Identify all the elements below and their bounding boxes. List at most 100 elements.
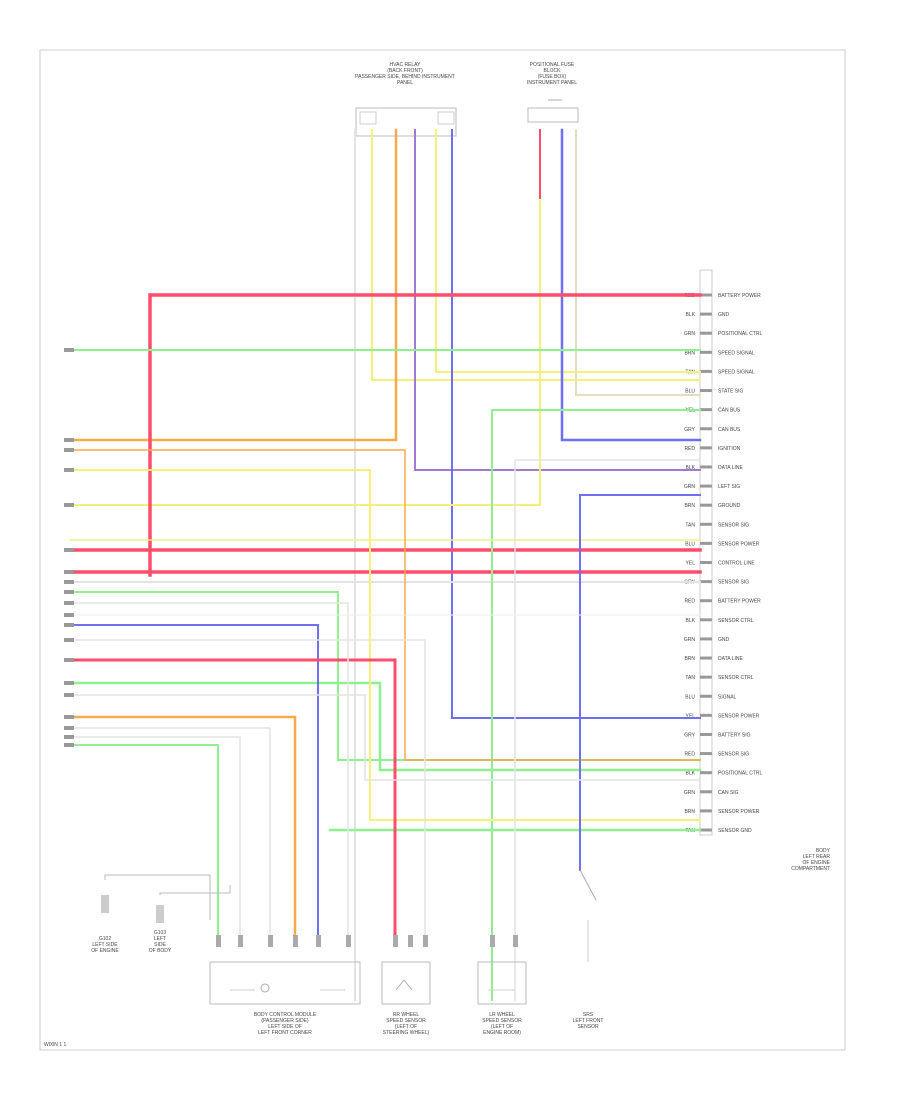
top-right-connector: POSITIONAL FUSE BLOCK (FUSE BOX) INSTRUM… (527, 62, 579, 123)
component-label: POSITIONAL FUSE (530, 62, 575, 68)
pin-marker (700, 637, 712, 641)
wire-color-label: TAN (685, 522, 695, 528)
component-label: INSTRUMENT PANEL (527, 80, 577, 86)
wire-color-label: GRN (684, 331, 696, 337)
wire-blue-4 (579, 494, 701, 871)
pin-marker (700, 427, 712, 431)
svg-text:LEFT: LEFT (154, 936, 166, 942)
wire-purple-1 (414, 129, 701, 471)
svg-text:OF ENGINE: OF ENGINE (91, 948, 119, 954)
pin-label: BATTERY SIG (718, 732, 751, 738)
pin-label: SENSOR SIG (718, 752, 749, 758)
wire-gray-5 (69, 727, 271, 941)
wire-green-3 (69, 591, 701, 761)
bottom-left-module: BODY CONTROL MODULE (PASSENGER SIDE) LEF… (209, 961, 361, 1036)
pin-label: SENSOR POWER (718, 809, 760, 815)
svg-text:SENSOR: SENSOR (577, 1024, 599, 1030)
wire-color-label: BLU (685, 694, 695, 700)
bottom-far-right-sensor: SRS LEFT FRONT SENSOR (573, 869, 604, 1030)
bottom-connector-stubs (216, 935, 518, 947)
wire-color-label: RED (684, 752, 695, 758)
pin-marker (700, 675, 712, 679)
pin-marker (700, 694, 712, 698)
pin-marker (700, 561, 712, 564)
pin-label: SENSOR POWER (718, 713, 760, 719)
svg-text:G102: G102 (99, 936, 111, 942)
wire-green-4 (68, 681, 702, 772)
wire-color-label: BLK (686, 312, 696, 318)
svg-text:ENGINE ROOM): ENGINE ROOM) (483, 1030, 521, 1036)
pin-label: STATE SIG (718, 389, 743, 395)
diagram-frame (39, 49, 846, 1051)
ground-left: G102 LEFT SIDE OF ENGINE (91, 874, 211, 954)
pin-marker (700, 599, 712, 603)
component-label: PASSENGER SIDE, BEHIND INSTRUMENT (355, 74, 455, 80)
component-label: (BACK FRONT) (387, 68, 423, 74)
wire-orange-2 (69, 449, 701, 761)
pin-label: SIGNAL (718, 694, 737, 700)
wire-color-label: BLK (686, 465, 696, 471)
pin-marker (700, 293, 712, 297)
pin-marker (700, 618, 712, 622)
wire-blue-1 (451, 129, 701, 719)
pin-label: SENSOR POWER (718, 541, 760, 547)
svg-text:LEFT REAR: LEFT REAR (803, 854, 831, 860)
wire-green-6 (69, 744, 219, 941)
svg-text:RR WHEEL: RR WHEEL (393, 1012, 420, 1018)
wire-color-label: BRN (684, 656, 695, 662)
svg-text:LEFT SIDE: LEFT SIDE (92, 942, 118, 948)
svg-text:OF BODY: OF BODY (149, 948, 172, 954)
svg-text:(LEFT OF: (LEFT OF (491, 1024, 513, 1030)
pin-label: POSITIONAL CTRL (718, 771, 762, 777)
wire-red-4 (68, 658, 397, 942)
pin-marker (700, 331, 712, 335)
wires (68, 128, 702, 1001)
pin-marker (700, 713, 712, 717)
pin-label: SENSOR CTRL (718, 675, 754, 681)
pin-label: IGNITION (718, 446, 741, 452)
pin-marker (700, 828, 712, 832)
pin-marker (700, 809, 712, 813)
pin-label: SENSOR SIG (718, 522, 749, 528)
wire-color-label: GRY (684, 732, 695, 738)
wire-blue-3 (69, 624, 319, 941)
pin-label: GROUND (718, 503, 741, 509)
svg-text:SPEED SENSOR: SPEED SENSOR (482, 1018, 522, 1024)
component-label: BLOCK (544, 68, 562, 74)
wire-blue-2 (560, 128, 702, 442)
pin-marker (700, 503, 712, 507)
svg-text:LEFT FRONT CORNER: LEFT FRONT CORNER (258, 1030, 312, 1036)
svg-text:STEERING WHEEL): STEERING WHEEL) (383, 1030, 430, 1036)
pin-label: DATA LINE (718, 465, 743, 471)
pin-marker (700, 790, 712, 794)
wire-yellow-2 (435, 129, 701, 373)
wire-yellow-1 (371, 129, 701, 381)
bottom-right-sensor: LR WHEEL SPEED SENSOR (LEFT OF ENGINE RO… (477, 961, 527, 1036)
ground-mid: G103 LEFT SIDE OF BODY (149, 885, 231, 954)
wire-gray-2 (69, 602, 349, 941)
svg-text:(LEFT OF: (LEFT OF (395, 1024, 417, 1030)
wire-color-label: BRN (684, 350, 695, 356)
wire-color-label: GRN (684, 484, 696, 490)
svg-text:LEFT SIDE OF: LEFT SIDE OF (268, 1024, 302, 1030)
pin-marker (700, 350, 712, 354)
pin-label: SENSOR CTRL (718, 618, 754, 624)
right-module-label: BODY LEFT REAR OF ENGINE COMPARTMENT (791, 848, 830, 872)
pin-label: SPEED SIGNAL (718, 369, 755, 375)
wire-yellow-3 (69, 199, 541, 506)
pin-marker (700, 465, 712, 469)
wire-red-bus-1 (148, 293, 702, 577)
pin-label: SENSOR SIG (718, 580, 749, 586)
svg-text:LEFT FRONT: LEFT FRONT (573, 1018, 604, 1024)
page-id: W00N 1 1 (44, 1042, 66, 1048)
component-label: (FUSE BOX) (538, 74, 567, 80)
pin-label: DATA LINE (718, 656, 743, 662)
wire-color-label: GRN (684, 790, 696, 796)
svg-text:SIDE: SIDE (154, 942, 166, 948)
pin-label: GND (718, 637, 730, 643)
pin-label: SENSOR GND (718, 828, 752, 834)
left-pin-markers (64, 348, 74, 747)
wire-gray-7 (514, 459, 701, 1001)
